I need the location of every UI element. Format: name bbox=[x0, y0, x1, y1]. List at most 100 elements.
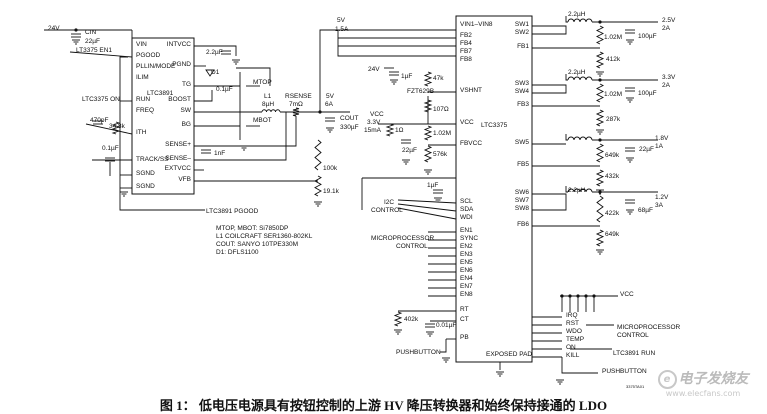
ltc3891-pin-1: PGOOD bbox=[136, 52, 161, 59]
ltc3375-name: LTC3375 bbox=[481, 122, 508, 129]
resistor-symbol bbox=[393, 311, 403, 327]
figure-caption: 图 1： 低电压电源具有按钮控制的上游 HV 降压转换器和始终保持接通的 LDO bbox=[159, 398, 608, 413]
inductor-symbol bbox=[567, 136, 593, 141]
rsense-value: 7mΩ bbox=[289, 101, 303, 108]
r1-label: 1Ω bbox=[395, 127, 404, 134]
resistor-symbol bbox=[596, 195, 604, 223]
ltc3891-pin-6: ITH bbox=[136, 129, 147, 136]
ltc3375-rpin-11: FB6 bbox=[517, 221, 529, 228]
status-pin-2: WDO bbox=[566, 328, 582, 335]
resistor-symbol bbox=[423, 71, 433, 87]
wire bbox=[397, 203, 457, 212]
output-3-current: 1A bbox=[655, 143, 664, 150]
ltc3375-pin-5: VSHNT bbox=[460, 87, 482, 94]
inductor-symbol bbox=[567, 76, 593, 81]
junction-dot bbox=[560, 294, 564, 298]
c01b-label: 0.1µF bbox=[216, 86, 233, 93]
resistor-symbol bbox=[423, 125, 433, 141]
wire bbox=[565, 186, 568, 193]
output-2-inductor: 2.2µH bbox=[568, 69, 586, 76]
resistor-symbol bbox=[595, 143, 605, 163]
a15-top-label: 1.5A bbox=[335, 26, 349, 33]
r576-label: 576k bbox=[433, 151, 448, 158]
wire bbox=[397, 199, 457, 204]
ltc3891-pin-5: FREQ bbox=[136, 107, 154, 114]
c470-label: 470pF bbox=[90, 117, 108, 124]
wire bbox=[561, 357, 598, 374]
ltc3891-run-label: LTC3891 RUN bbox=[613, 350, 655, 357]
ltc3375-right-pins: SW1SW2FB1SW3SW4FB3SW5FB5SW6SW7SW8FB6IRQR… bbox=[515, 21, 584, 359]
cout-value: 330µF bbox=[340, 124, 359, 131]
ltc3891-rpin-3: BOOST bbox=[168, 96, 191, 103]
parts-note-0: MTOP, MBOT: Si7850DP bbox=[216, 225, 288, 232]
ltc3375-pin-11: EN1 bbox=[460, 227, 473, 234]
output-3: 1.8V 1A 649k 432k 22µF bbox=[605, 135, 669, 180]
output-3-voltage: 1.8V bbox=[655, 135, 669, 142]
vin-label: 24V bbox=[48, 25, 60, 32]
ltc3375-rpin-10: SW8 bbox=[515, 205, 529, 212]
parts-note-3: D1: DFLS1100 bbox=[216, 249, 259, 256]
output-2-rbot: 287k bbox=[606, 116, 621, 123]
ltc3375-pin-9: SDA bbox=[460, 206, 474, 213]
ltc3891-rpin-8: EXTVCC bbox=[165, 165, 192, 172]
wire bbox=[532, 193, 567, 211]
ltc3891-rpin-9: VFB bbox=[178, 176, 191, 183]
output-2-current: 2A bbox=[662, 82, 671, 89]
wire bbox=[236, 67, 271, 86]
c001-label: 0.01µF bbox=[436, 322, 456, 329]
status-pin-4: ON bbox=[566, 344, 576, 351]
status-pin-5: KILL bbox=[566, 352, 580, 359]
output-1: 2.2µH 2.5V 2A 1.02M 412k 100µF bbox=[568, 11, 676, 63]
ltc3891-right-pins: INTVCCPGNDTGBOOSTSWBGSENSE+SENSE–EXTVCCV… bbox=[165, 41, 192, 183]
r402-label: 402k bbox=[404, 316, 419, 323]
wire bbox=[319, 29, 456, 112]
ltc3375-left-pins: VIN1–VIN8FB2FB4FB7FB8VSHNTVCCFBVCCSCLSDA… bbox=[460, 21, 493, 341]
out5v-label: 5V bbox=[326, 93, 335, 100]
ltc3375-pin-21: CT bbox=[460, 316, 469, 323]
resistor-symbol bbox=[595, 109, 605, 127]
ltc3375-rpin-8: SW6 bbox=[515, 189, 529, 196]
wire bbox=[119, 56, 205, 211]
inductor-symbol bbox=[567, 188, 593, 193]
wire bbox=[440, 339, 447, 353]
output-4-inductor: 2.2µH bbox=[568, 187, 586, 194]
r107-label: 107Ω bbox=[433, 106, 449, 113]
c1u-label: 1µF bbox=[401, 73, 412, 80]
ltc3375-rpin-2: FB1 bbox=[517, 43, 529, 50]
v24b-label: 24V bbox=[368, 66, 380, 73]
micro-right-label: MICROPROCESSOR bbox=[617, 324, 681, 331]
exposed-pad-label: EXPOSED PAD bbox=[486, 351, 532, 358]
wire bbox=[565, 74, 568, 81]
ltc3375-pin-19: EN8 bbox=[460, 291, 473, 298]
en1-label: LT3375 EN1 bbox=[76, 47, 112, 54]
micro-right-control: CONTROL bbox=[617, 332, 649, 339]
output-4: 2.2µH 1.2V 3A 422k 649k 68µF bbox=[568, 187, 669, 238]
watermark-url: www.elecfans.com bbox=[665, 388, 741, 398]
pushbutton-right-label: PUSHBUTTON bbox=[602, 368, 647, 375]
ltc3375-pin-15: EN5 bbox=[460, 259, 473, 266]
wire bbox=[532, 25, 567, 35]
micro-control-label: CONTROL bbox=[396, 243, 428, 250]
ltc3891-rpin-7: SENSE– bbox=[165, 155, 191, 162]
r348k-label: 34.8k bbox=[109, 123, 126, 130]
ltc3375-pin-13: EN2 bbox=[460, 243, 473, 250]
ltc3891-pin-8: SGND bbox=[136, 170, 155, 177]
ltc3375-pin-0: VIN1–VIN8 bbox=[460, 21, 493, 28]
ltc3891-rpin-5: BG bbox=[182, 121, 191, 128]
ltc3891-chip bbox=[131, 37, 195, 195]
micro-label: MICROPROCESSOR bbox=[371, 235, 435, 242]
junction-dot bbox=[598, 78, 602, 82]
ltc3891-rpin-6: SENSE+ bbox=[165, 141, 191, 148]
junction-dot bbox=[568, 294, 572, 298]
ltc3375-pin-7: FBVCC bbox=[460, 140, 482, 147]
wire bbox=[337, 30, 456, 57]
output-2: 2.2µH 3.3V 2A 1.02M 287k 100µF bbox=[568, 69, 676, 123]
c1n-label: 1nF bbox=[214, 150, 225, 157]
ltc3891-pin-0: VIN bbox=[136, 41, 147, 48]
output-1-voltage: 2.5V bbox=[662, 17, 676, 24]
wire bbox=[69, 51, 133, 58]
resistor-symbol bbox=[423, 99, 433, 113]
